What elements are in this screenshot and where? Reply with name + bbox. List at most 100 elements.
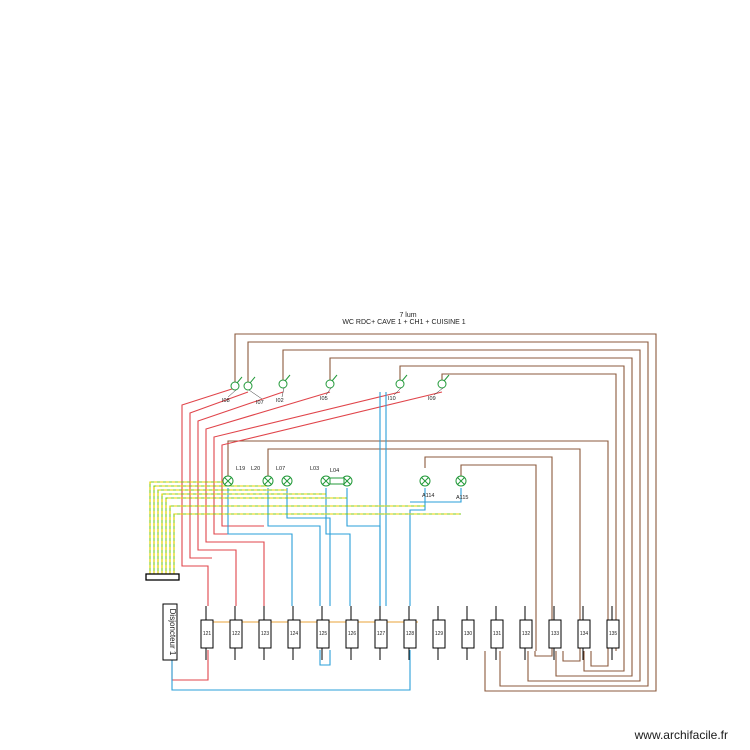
switch-label: I02 [276,398,284,404]
wire [441,373,617,651]
terminal-label: 134 [580,631,589,637]
wire [227,488,293,606]
terminal-body [287,619,301,649]
wire [409,488,426,606]
switch-symbol [243,381,253,391]
terminal-123: 123 [258,606,272,660]
terminal-body [345,619,359,649]
terminal-body [229,619,243,649]
terminal-label: 131 [493,631,502,637]
wire [234,333,657,692]
switch-leader [325,387,332,396]
wire [282,349,641,682]
switch-label: I08 [222,398,230,404]
wire [169,505,425,574]
switch-symbol [437,379,447,389]
switch-leader [227,389,237,398]
terminal-133: 133 [548,606,562,660]
wire [267,488,321,606]
lamp-cross-b [343,477,351,485]
wire [286,488,331,606]
terminal-body [519,619,533,649]
wire [157,489,287,574]
wire [189,391,249,559]
wire [161,493,326,574]
wire [460,464,537,651]
title-line-2: WC RDC+ CAVE 1 + CH1 + CUISINE 1 [342,319,465,326]
terminal-131: 131 [490,606,504,660]
terminal-strip: 121 122 123 124 125 126 127 128 129 130 131 132 133 1… [200,606,620,660]
switch-symbol [230,381,240,391]
wire [169,505,425,574]
terminal-label: 128 [406,631,415,637]
wire [410,488,462,503]
breaker: Disjoncteur 1 [162,603,178,661]
switch-lever [443,374,450,382]
terminal-label: 129 [435,631,444,637]
terminal-body [258,619,272,649]
switch-label: I05 [320,396,328,402]
wire [173,513,461,574]
lamp-cross-b [421,477,429,485]
terminal-body [432,619,446,649]
switch-I08: I08 [222,376,243,404]
lamp-label: L19 [236,466,245,472]
terminal-body [316,619,330,649]
terminal-body [461,619,475,649]
watermark: www.archifacile.fr [634,728,728,742]
lamp-label: L03 [310,466,319,472]
wire [197,391,284,606]
earth-bar [145,573,180,581]
terminal-130: 130 [461,606,475,660]
lamp-A115: A115 [455,475,468,501]
terminal-label: 126 [348,631,357,637]
lamp-cross-b [457,477,465,485]
terminal-124: 124 [287,606,301,660]
switch-lever [236,376,243,384]
lamp-cross-b [283,477,291,485]
terminal-body [548,619,562,649]
switch-lever [331,374,338,382]
lamp-label: A115 [456,495,468,501]
lamp-label: L07 [276,466,285,472]
wire [329,357,633,677]
terminal-label: 127 [377,631,386,637]
switch-label: I10 [388,396,396,402]
terminal-label: 133 [551,631,560,637]
wire [181,387,236,606]
wire [149,481,228,574]
wire [173,513,461,574]
lamp-cross-b [322,477,330,485]
terminal-label: 125 [319,631,328,637]
terminal-body [606,619,620,649]
terminal-body [577,619,591,649]
wire [205,391,331,606]
switch-I09: I09 [428,374,450,402]
terminal-label: 122 [232,631,241,637]
switch-I10: I10 [388,374,408,402]
switch-symbol [325,379,335,389]
wire [399,365,625,672]
terminal-label: 124 [290,631,299,637]
terminal-body [490,619,504,649]
wire [213,391,401,535]
lamp-link-L03-L04 [329,477,345,485]
switch-lever [401,374,408,382]
wire [424,456,553,657]
lamp-L20: L20 [251,466,274,487]
terminal-label: 123 [261,631,270,637]
lamp-L03: L03 [310,466,332,487]
wire [153,485,268,574]
wire [267,448,581,662]
switch-leader [433,387,444,396]
switch-lever [284,374,291,382]
wire [165,497,347,574]
lamp-cross-b [264,477,272,485]
terminal-label: 132 [522,631,531,637]
switch-I02: I02 [276,374,291,404]
terminal-label: 121 [203,631,212,637]
wire [227,440,609,667]
lamp-label: L20 [251,466,260,472]
